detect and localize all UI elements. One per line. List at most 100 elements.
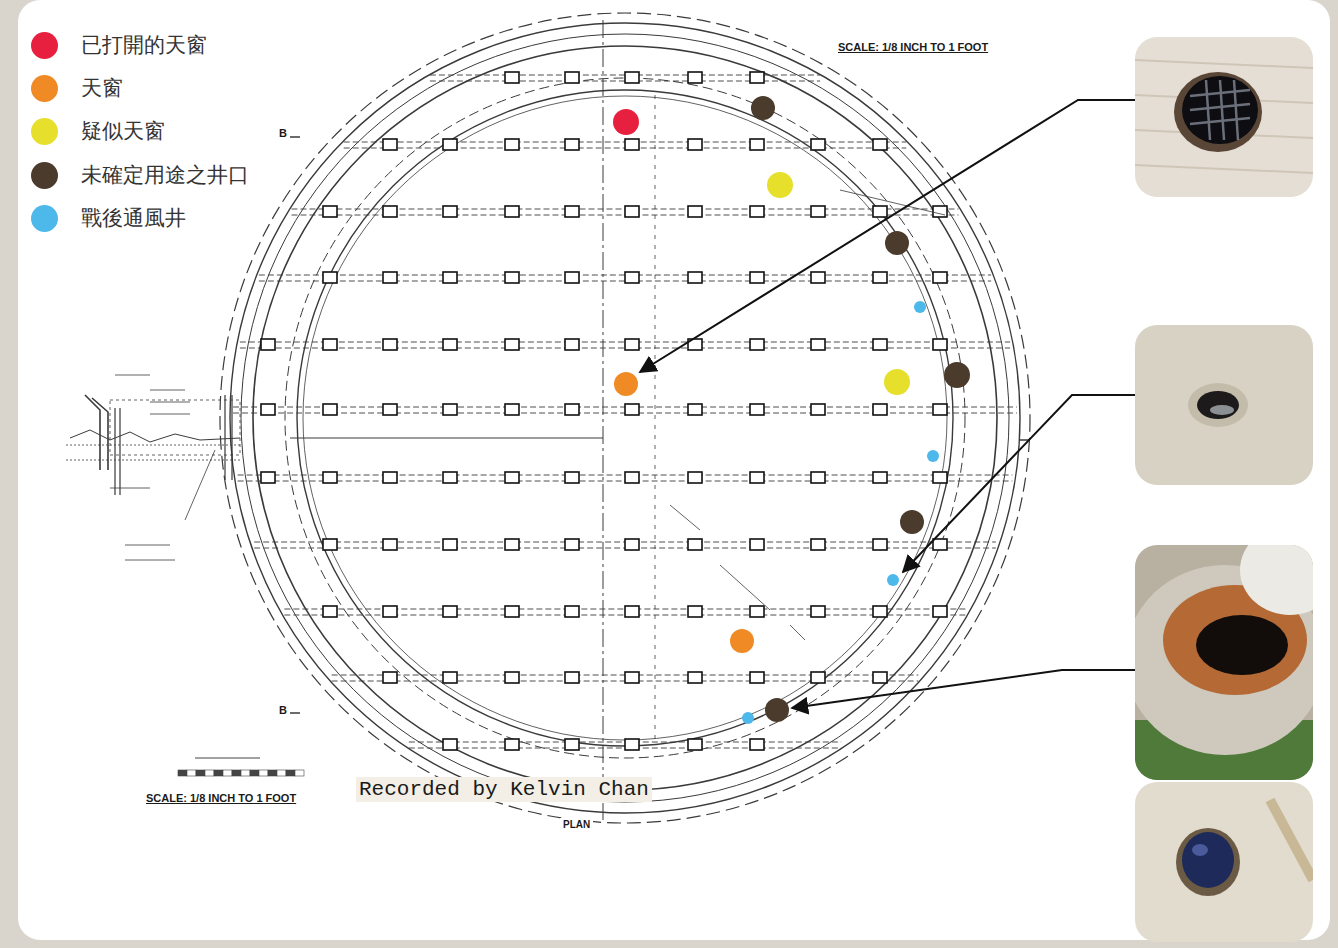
column-square — [750, 606, 764, 617]
column-square — [443, 606, 457, 617]
column-square — [261, 339, 275, 350]
column-square — [750, 139, 764, 150]
column-square — [505, 72, 519, 83]
column-square — [933, 272, 947, 283]
column-square — [565, 72, 579, 83]
column-square — [383, 404, 397, 415]
tank-ring — [220, 13, 1030, 823]
column-square — [750, 272, 764, 283]
column-square — [261, 472, 275, 483]
column-square — [383, 606, 397, 617]
column-square — [505, 472, 519, 483]
note-leader — [840, 190, 945, 215]
column-square — [323, 206, 337, 217]
legend-label: 天窗 — [81, 74, 123, 102]
location-dot — [900, 510, 924, 534]
column-square — [750, 72, 764, 83]
drawing-title: PLAN — [560, 818, 593, 831]
column-square — [443, 139, 457, 150]
column-square — [443, 272, 457, 283]
column-square — [565, 739, 579, 750]
column-square — [505, 672, 519, 683]
scale-note: SCALE: 1/8 INCH TO 1 FOOT — [143, 791, 299, 805]
column-square — [873, 206, 887, 217]
column-square — [565, 606, 579, 617]
column-square — [933, 606, 947, 617]
column-square — [383, 539, 397, 550]
location-dot — [751, 96, 775, 120]
column-square — [811, 672, 825, 683]
location-dot — [885, 231, 909, 255]
column-square — [323, 404, 337, 415]
legend-entry: 未確定用途之井口 — [31, 161, 249, 189]
tank-ring — [241, 34, 1009, 802]
pipe-line — [290, 437, 603, 438]
location-dot — [887, 574, 899, 586]
column-square — [565, 339, 579, 350]
leader-arrow — [903, 395, 1135, 572]
column-square — [873, 272, 887, 283]
column-square — [625, 539, 639, 550]
column-square — [873, 472, 887, 483]
location-dot — [944, 362, 970, 388]
tank-ring — [303, 96, 947, 740]
column-square — [625, 606, 639, 617]
column-square — [688, 72, 702, 83]
axis-line — [655, 95, 656, 740]
column-square — [873, 139, 887, 150]
column-square — [443, 539, 457, 550]
column-square — [750, 404, 764, 415]
column-square — [505, 539, 519, 550]
column-square — [811, 539, 825, 550]
column-square — [873, 606, 887, 617]
column-square — [688, 272, 702, 283]
marker-dots — [613, 96, 970, 724]
location-dot — [765, 698, 789, 722]
axis-line — [603, 20, 604, 820]
column-square — [261, 404, 275, 415]
column-square — [505, 404, 519, 415]
legend-label: 疑似天窗 — [81, 117, 165, 145]
column-square — [443, 472, 457, 483]
column-square — [625, 404, 639, 415]
legend-swatch — [31, 162, 58, 189]
column-square — [811, 339, 825, 350]
column-square — [443, 404, 457, 415]
credit-stamp: Recorded by Kelvin Chan — [356, 777, 652, 802]
column-square — [688, 539, 702, 550]
column-square — [811, 404, 825, 415]
column-square — [873, 339, 887, 350]
column-square — [505, 606, 519, 617]
column-square — [750, 739, 764, 750]
column-square — [383, 139, 397, 150]
column-square — [933, 339, 947, 350]
photo-leaders — [640, 100, 1135, 708]
column-square — [750, 472, 764, 483]
legend-label: 未確定用途之井口 — [81, 161, 249, 189]
column-square — [323, 272, 337, 283]
leader-arrow — [792, 670, 1135, 708]
column-square — [505, 206, 519, 217]
column-square — [383, 472, 397, 483]
column-square — [625, 139, 639, 150]
legend-swatch — [31, 205, 58, 232]
location-dot — [884, 369, 910, 395]
column-square — [933, 472, 947, 483]
location-dot — [914, 301, 926, 313]
legend-entry: 疑似天窗 — [31, 117, 165, 145]
column-square — [565, 404, 579, 415]
photo-open-shaft — [1135, 545, 1313, 780]
column-square — [625, 206, 639, 217]
column-square — [383, 672, 397, 683]
plan-drawing — [66, 13, 1030, 823]
column-square — [565, 272, 579, 283]
column-square — [625, 272, 639, 283]
legend-swatch — [31, 75, 58, 102]
column-square — [688, 139, 702, 150]
location-dot — [767, 172, 793, 198]
column-square — [505, 339, 519, 350]
tank-ring — [230, 23, 1020, 813]
column-square — [383, 272, 397, 283]
